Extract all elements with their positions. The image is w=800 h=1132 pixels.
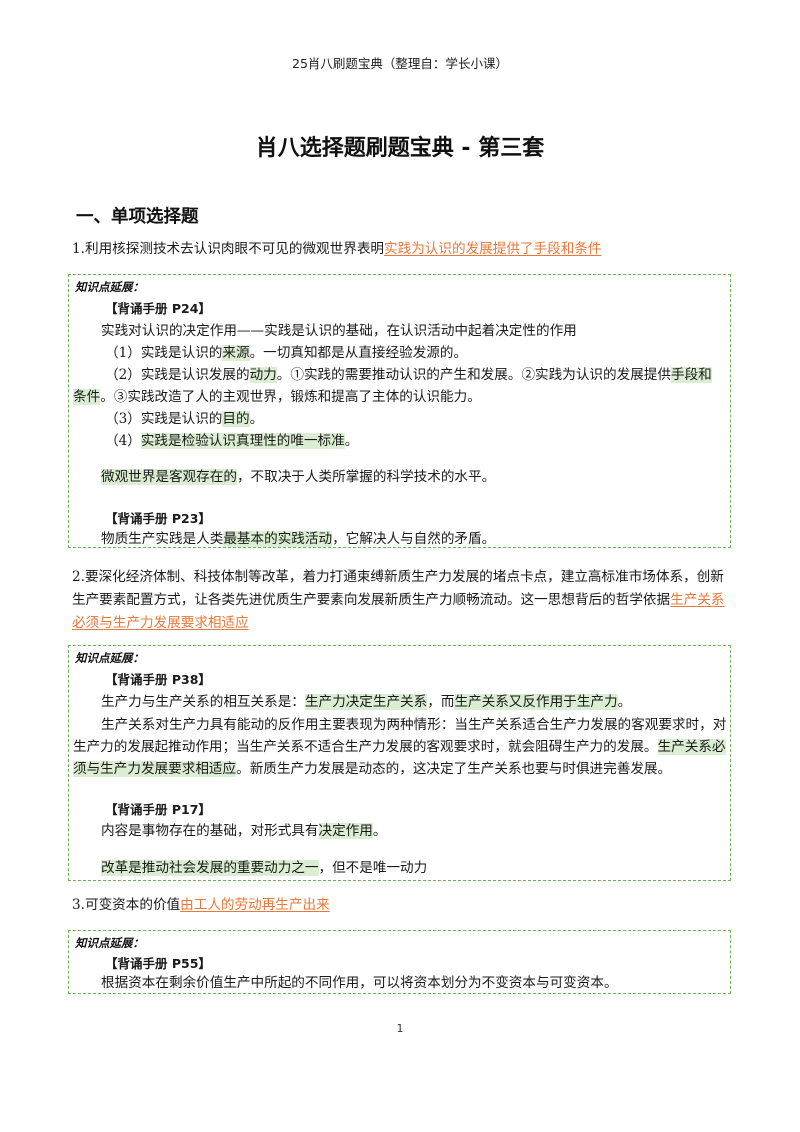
box-text-line: 内容是事物存在的基础，对形式具有决定作用。 [101, 823, 387, 839]
question-2: 2.要深化经济体制、科技体制等改革，着力打通束缚新质生产力发展的堵点卡点，建立高… [72, 566, 732, 635]
knowledge-box-3: 知识点延展： 【背诵手册 P55】 根据资本在剩余价值生产中所起的不同作用，可以… [68, 930, 731, 994]
question-3-stem: 3.可变资本的价值 [72, 897, 181, 913]
knowledge-box-label: 知识点延展： [75, 651, 144, 665]
box-text-line: 生产力与生产关系的相互关系是：生产力决定生产关系，而生产关系又反作用于生产力。 [101, 694, 632, 710]
highlight: 决定作用 [318, 823, 373, 839]
question-1: 1.利用核探测技术去认识肉眼不可见的微观世界表明实践为认识的发展提供了手段和条件 [72, 238, 732, 261]
handbook-reference: 【背诵手册 P38】 [105, 672, 211, 687]
box-text-line: 改革是推动社会发展的重要动力之一，但不是唯一动力 [101, 860, 428, 876]
page-title: 肖八选择题刷题宝典 - 第三套 [255, 136, 545, 161]
handbook-reference: 【背诵手册 P55】 [105, 956, 211, 971]
question-1-answer: 实践为认识的发展提供了手段和条件 [384, 241, 602, 257]
question-3: 3.可变资本的价值由工人的劳动再生产出来 [72, 894, 732, 917]
box-text-line: （4）实践是检验认识真理性的唯一标准。 [105, 433, 359, 449]
highlight: 动力 [249, 367, 277, 383]
highlight: 生产力决定生产关系 [304, 694, 428, 710]
box-text-line: （3）实践是认识的目的。 [105, 411, 264, 427]
handbook-reference: 【背诵手册 P24】 [105, 301, 211, 316]
handbook-reference: 【背诵手册 P23】 [105, 511, 211, 526]
box-text-line: （2）实践是认识发展的动力。①实践的需要推动认识的产生和发展。②实践为认识的发展… [105, 367, 712, 383]
box-text-line: 实践对认识的决定作用——实践是认识的基础，在认识活动中起着决定性的作用 [101, 323, 577, 339]
question-1-stem: 1.利用核探测技术去认识肉眼不可见的微观世界表明 [72, 241, 385, 257]
knowledge-box-label: 知识点延展： [75, 936, 144, 950]
box-text-line: 条件。③实践改造了人的主观世界，锻炼和提高了主体的认识能力。 [73, 389, 481, 405]
handbook-reference: 【背诵手册 P17】 [105, 802, 211, 817]
knowledge-box-label: 知识点延展： [75, 280, 144, 294]
question-2-answer: 生产关系必须与生产力发展要求相适应 [72, 592, 725, 631]
box-text-line: 微观世界是客观存在的，不取决于人类所掌握的科学技术的水平。 [101, 469, 496, 485]
page-number: 1 [396, 1022, 404, 1035]
highlight: 改革是推动社会发展的重要动力之一 [101, 860, 319, 876]
highlight: 目的 [222, 411, 250, 427]
highlight: 最基本的实践活动 [223, 531, 333, 547]
box-text-line: 根据资本在剩余价值生产中所起的不同作用，可以将资本划分为不变资本与可变资本。 [101, 975, 618, 991]
box-paragraph: 生产关系对生产力具有能动的反作用主要表现为两种情形：当生产关系适合生产力发展的客… [73, 717, 727, 777]
question-2-stem: 2.要深化经济体制、科技体制等改革，着力打通束缚新质生产力发展的堵点卡点，建立高… [72, 569, 724, 608]
box-text-line: 物质生产实践是人类最基本的实践活动，它解决人与自然的矛盾。 [101, 531, 496, 547]
highlight: 来源 [222, 345, 250, 361]
highlight: 微观世界是客观存在的 [101, 469, 237, 485]
question-3-answer: 由工人的劳动再生产出来 [180, 897, 330, 913]
section-heading: 一、单项选择题 [76, 207, 199, 227]
highlight: 条件 [73, 389, 101, 405]
highlight: 手段和 [671, 367, 712, 383]
highlight: 实践是检验认识真理性的唯一标准 [140, 433, 345, 449]
highlight: 生产关系又反作用于生产力 [454, 694, 618, 710]
knowledge-box-1: 知识点延展： 【背诵手册 P24】 实践对认识的决定作用——实践是认识的基础，在… [68, 274, 731, 548]
box-text-line: （1）实践是认识的来源。一切真知都是从直接经验发源的。 [105, 345, 468, 361]
page-header: 25肖八刷题宝典（整理自：学长小课） [292, 56, 508, 71]
knowledge-box-2: 知识点延展： 【背诵手册 P38】 生产力与生产关系的相互关系是：生产力决定生产… [68, 645, 731, 881]
